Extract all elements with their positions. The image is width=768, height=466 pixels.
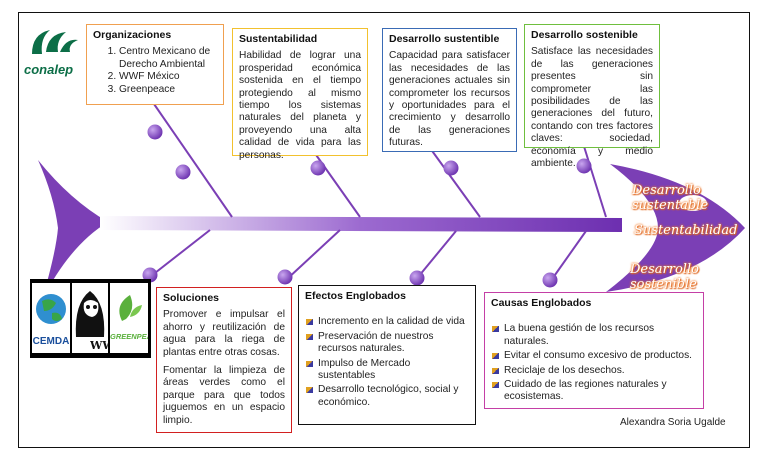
globe-icon xyxy=(36,294,66,324)
box-text: Capacidad para satisfacer las necesidade… xyxy=(389,50,510,149)
box-efectos-englobados: Efectos Englobados Incremento en la cali… xyxy=(298,285,476,425)
page-frame xyxy=(18,12,750,448)
author-name: Alexandra Soria Ugalde xyxy=(620,417,726,428)
bone-node xyxy=(142,267,158,283)
bone-lower-2 xyxy=(285,229,341,281)
conalep-logo-icon xyxy=(32,30,78,54)
effects-list: Incremento en la calidad de vida Preserv… xyxy=(305,316,469,409)
causes-list: La buena gestión de los recursos natural… xyxy=(491,323,697,403)
conalep-logo-text: conalep xyxy=(24,62,74,77)
partner-logos: CEMDA WWF GREENPEACE xyxy=(30,279,151,358)
list-item: Desarrollo tecnológico, social y económi… xyxy=(305,384,469,409)
wwf-logo-text: WWF xyxy=(90,339,108,352)
box-text: Promover e impulsar el ahorro y reutiliz… xyxy=(163,309,285,358)
head-label-desarrollo-sustentable: Desarrollo sustentable xyxy=(632,183,709,213)
wwf-logo: WWF xyxy=(72,283,108,353)
box-desarrollo-sostenible: Desarrollo sostenible Satisface las nece… xyxy=(524,24,660,169)
fish-head xyxy=(606,164,745,292)
list-item: Incremento en la calidad de vida xyxy=(305,316,469,328)
bone-lower-4 xyxy=(549,230,587,283)
box-title: Sustentabilidad xyxy=(239,33,318,45)
bone-node xyxy=(147,124,163,140)
bone-node xyxy=(310,160,326,176)
bone-node xyxy=(175,164,191,180)
box-title: Causas Englobados xyxy=(491,297,592,309)
bone-node xyxy=(576,158,592,174)
box-text: Habilidad de lograr una prosperidad econ… xyxy=(239,50,361,161)
organizations-list: Centro Mexicano de Derecho Ambiental WWF… xyxy=(93,46,217,96)
box-soluciones: Soluciones Promover e impulsar el ahorro… xyxy=(156,287,292,433)
bone-node xyxy=(542,272,558,288)
box-title: Soluciones xyxy=(163,292,220,304)
list-item: Reciclaje de los desechos. xyxy=(491,365,697,377)
bone-node xyxy=(409,270,425,286)
list-item: WWF México xyxy=(119,71,217,83)
list-item: Greenpeace xyxy=(119,84,217,96)
box-text: Fomentar la limpieza de áreas verdes com… xyxy=(163,365,285,426)
list-item: Evitar el consumo excesivo de productos. xyxy=(491,350,697,362)
box-title: Efectos Englobados xyxy=(305,290,406,302)
fish-eye xyxy=(679,195,707,211)
list-item: Impulso de Mercado sustentables xyxy=(305,358,469,383)
bone-upper-3 xyxy=(429,147,481,218)
box-text: Satisface las necesidades de las generac… xyxy=(531,46,653,170)
bone-upper-4 xyxy=(581,139,607,218)
fish-spine xyxy=(100,216,622,232)
list-item: Preservación de nuestros recursos natura… xyxy=(305,331,469,356)
cemda-logo: CEMDA xyxy=(32,283,70,353)
box-causas-englobados: Causas Englobados La buena gestión de lo… xyxy=(484,292,704,409)
list-item: Cuidado de las regiones naturales y ecos… xyxy=(491,379,697,404)
box-organizaciones: Organizaciones Centro Mexicano de Derech… xyxy=(86,24,224,105)
box-title: Organizaciones xyxy=(93,29,172,41)
box-desarrollo-sustentable: Desarrollo sustentible Capacidad para sa… xyxy=(382,28,517,152)
greenpeace-logo: GREENPEACE xyxy=(110,283,148,353)
head-label-sustentabilidad: Sustentabilidad xyxy=(634,223,738,238)
list-item: La buena gestión de los recursos natural… xyxy=(491,323,697,348)
cemda-logo-text: CEMDA xyxy=(32,336,70,347)
bone-node xyxy=(443,160,459,176)
leaf-icon xyxy=(119,295,142,321)
box-title: Desarrollo sostenible xyxy=(531,29,638,41)
box-sustentabilidad: Sustentabilidad Habilidad de lograr una … xyxy=(232,28,368,161)
panda-icon xyxy=(75,291,105,337)
box-title: Desarrollo sustentible xyxy=(389,33,500,45)
bone-upper-1 xyxy=(153,103,233,218)
bone-node xyxy=(277,269,293,285)
greenpeace-logo-text: GREENPEACE xyxy=(110,332,148,341)
fish-tail xyxy=(38,160,108,300)
list-item: Centro Mexicano de Derecho Ambiental xyxy=(119,46,217,71)
head-label-desarrollo-sostenible: Desarrollo sostenible xyxy=(630,262,699,292)
